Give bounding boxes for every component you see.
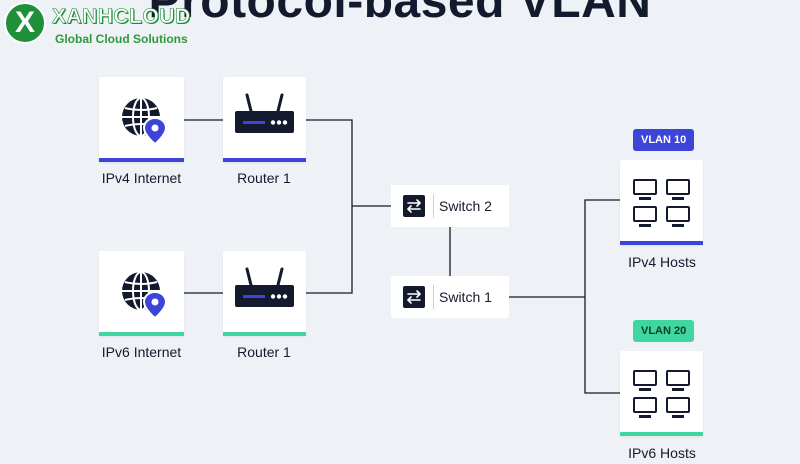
logo-mark (4, 2, 46, 44)
ipv4-hosts-accent-bar (620, 241, 703, 245)
switch-arrows-icon (403, 195, 425, 217)
diagram-title: Protocol-based VLAN (148, 0, 652, 28)
ipv6-internet-label: IPv6 Internet (101, 344, 182, 360)
logo-brand-name: XANHCLOUD (52, 5, 191, 29)
ipv4-hosts-label: IPv4 Hosts (628, 254, 696, 270)
switch2-divider (433, 194, 434, 218)
switch1-divider (433, 285, 434, 309)
hosts-grid-icon (633, 370, 690, 418)
link-router-top-bus (306, 119, 353, 294)
vlan20-badge: VLAN 20 (633, 320, 695, 342)
logo-mark-letter: X (14, 6, 35, 39)
link-hosts-bus (584, 199, 620, 394)
brand-logo: X XANHCLOUD Global Cloud Solutions (4, 2, 214, 48)
switch-arrows-icon (403, 286, 425, 308)
ipv4-accent-bar (99, 158, 184, 162)
router-bottom-node[interactable] (223, 251, 306, 336)
ipv6-hosts-label: IPv6 Hosts (628, 445, 696, 461)
router-icon (235, 93, 294, 133)
switch1-label: Switch 1 (439, 289, 492, 305)
ipv6-hosts-accent-bar (620, 432, 703, 436)
router-top-accent-bar (223, 158, 306, 162)
switch2-node[interactable]: Switch 2 (391, 185, 509, 227)
router-top-label: Router 1 (237, 170, 291, 186)
ipv4-internet-label: IPv4 Internet (101, 170, 182, 186)
ipv6-hosts-node[interactable] (620, 351, 703, 436)
router-icon (235, 267, 294, 307)
ipv6-internet-node[interactable] (99, 251, 184, 336)
logo-tagline: Global Cloud Solutions (55, 32, 188, 46)
globe-pin-icon (122, 271, 168, 320)
ipv4-hosts-node[interactable] (620, 160, 703, 245)
router-bottom-label: Router 1 (237, 344, 291, 360)
router-top-node[interactable] (223, 77, 306, 162)
hosts-grid-icon (633, 179, 690, 227)
ipv6-accent-bar (99, 332, 184, 336)
globe-pin-icon (122, 97, 168, 146)
switch1-node[interactable]: Switch 1 (391, 276, 509, 318)
switch2-label: Switch 2 (439, 198, 492, 214)
vlan10-badge: VLAN 10 (633, 129, 695, 151)
ipv4-internet-node[interactable] (99, 77, 184, 162)
router-bottom-accent-bar (223, 332, 306, 336)
